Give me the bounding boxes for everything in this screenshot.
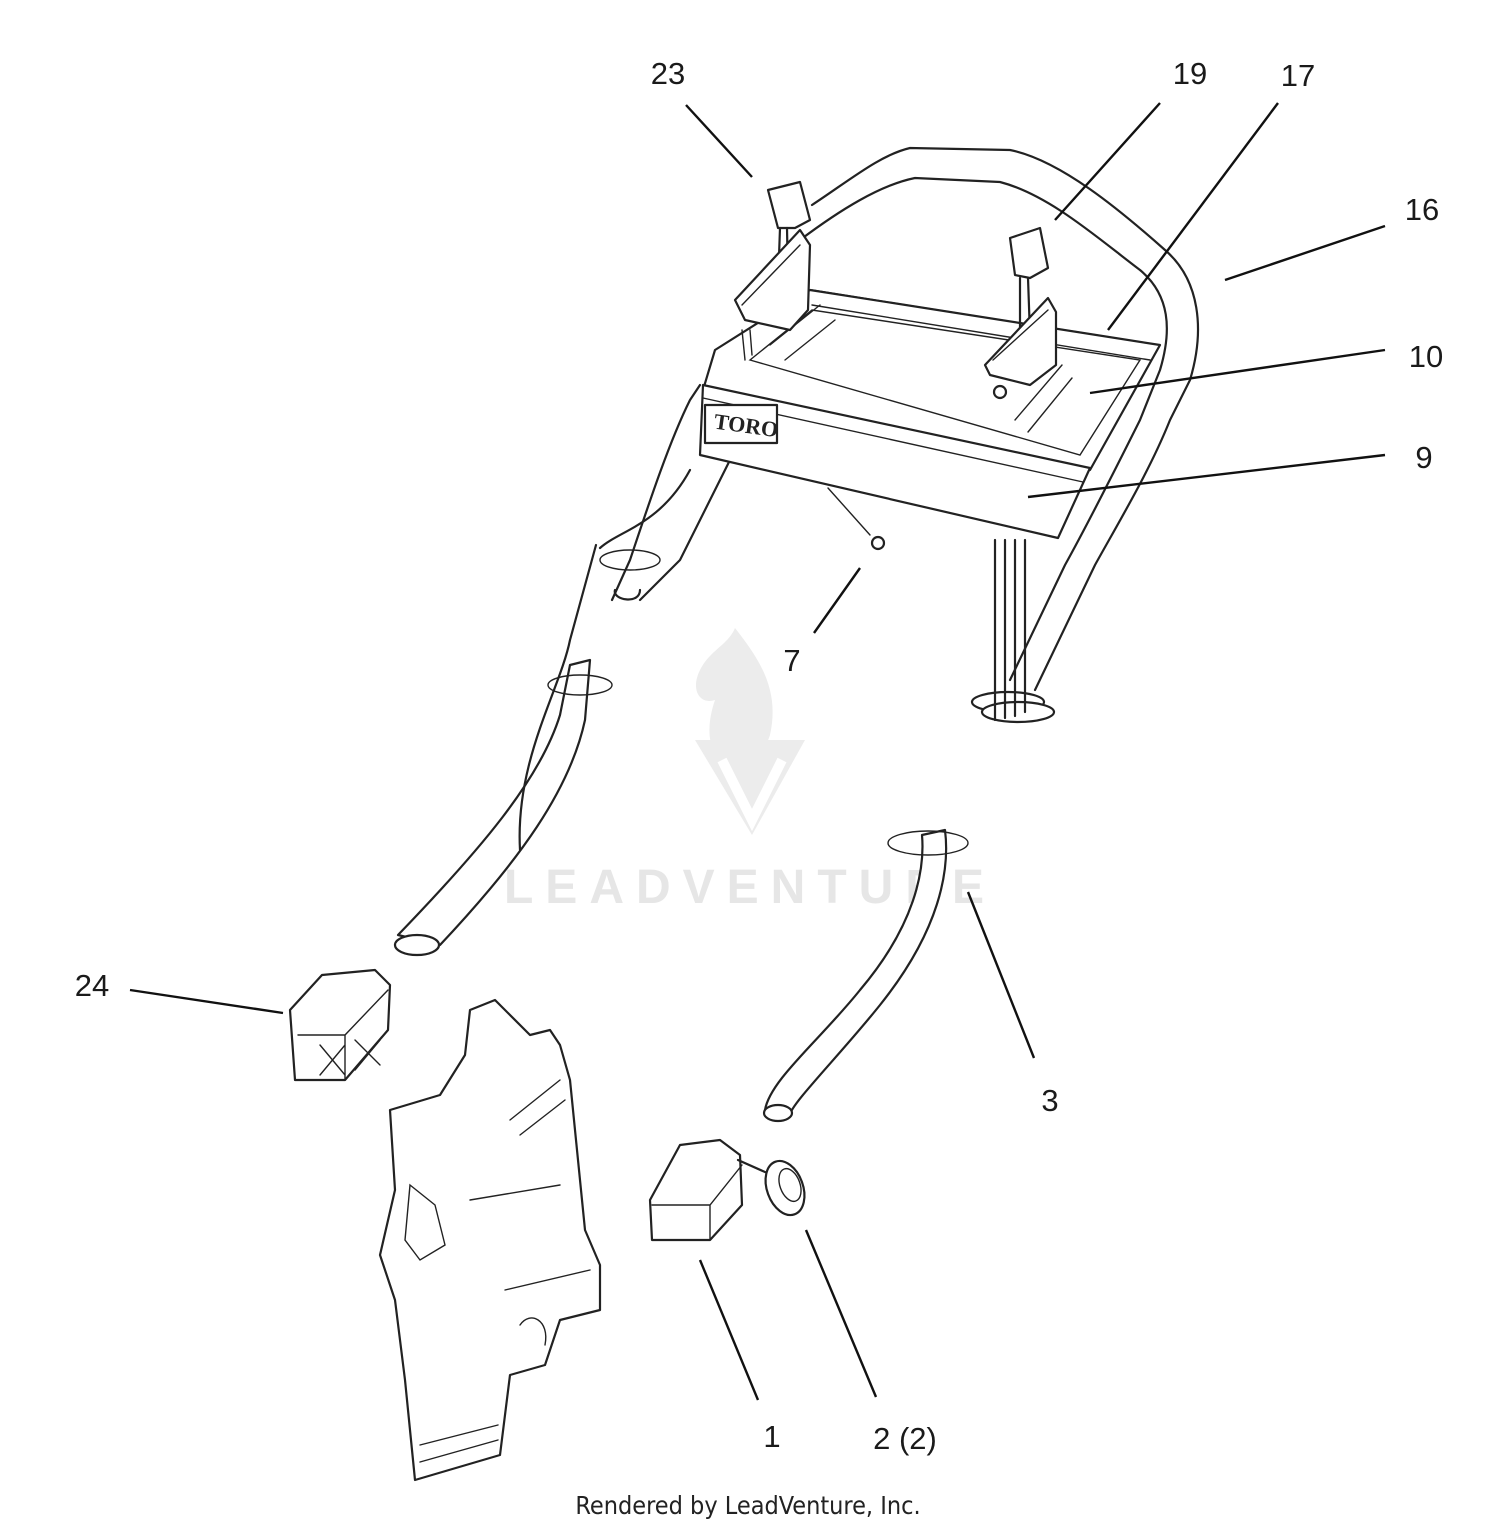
leader-23 — [685, 104, 753, 178]
callout-10: 10 — [1409, 339, 1443, 374]
leader-9 — [1027, 453, 1386, 499]
leader-24 — [129, 988, 284, 1015]
callout-3: 3 — [1041, 1083, 1058, 1118]
control-lever-right — [983, 226, 1058, 400]
leader-19 — [1054, 102, 1161, 221]
leader-16 — [1224, 224, 1386, 282]
name-plate: TORO — [698, 383, 1092, 540]
leader-3 — [966, 891, 1036, 1059]
leader-17 — [1107, 102, 1279, 331]
handle-bracket-left — [288, 968, 392, 1082]
watermark-logo — [695, 628, 805, 835]
leader-10 — [1089, 348, 1386, 395]
callout-16: 16 — [1405, 192, 1439, 227]
leader-1 — [698, 1259, 760, 1401]
lower-handle-left — [393, 468, 692, 957]
callout-17: 17 — [1281, 58, 1315, 93]
callout-23: 23 — [651, 56, 685, 91]
leader-2 — [804, 1229, 878, 1398]
footer-credit: Rendered by LeadVenture, Inc. — [575, 1491, 920, 1520]
callout-19: 19 — [1173, 56, 1207, 91]
control-lever-left — [733, 180, 812, 361]
leader-lines — [129, 102, 1386, 1401]
callout-2: 2 (2) — [873, 1421, 937, 1456]
handle-bracket-right — [648, 1138, 744, 1242]
callout-24: 24 — [75, 968, 109, 1003]
knob — [736, 1158, 806, 1217]
callout-9: 9 — [1415, 440, 1432, 475]
lower-handle-right — [762, 828, 969, 1123]
screw — [827, 487, 886, 551]
mower-housing — [378, 998, 602, 1482]
watermark-text: LEADVENTURE — [504, 861, 996, 914]
callout-7: 7 — [783, 643, 800, 678]
leader-7 — [813, 567, 861, 634]
callout-1: 1 — [763, 1419, 780, 1454]
